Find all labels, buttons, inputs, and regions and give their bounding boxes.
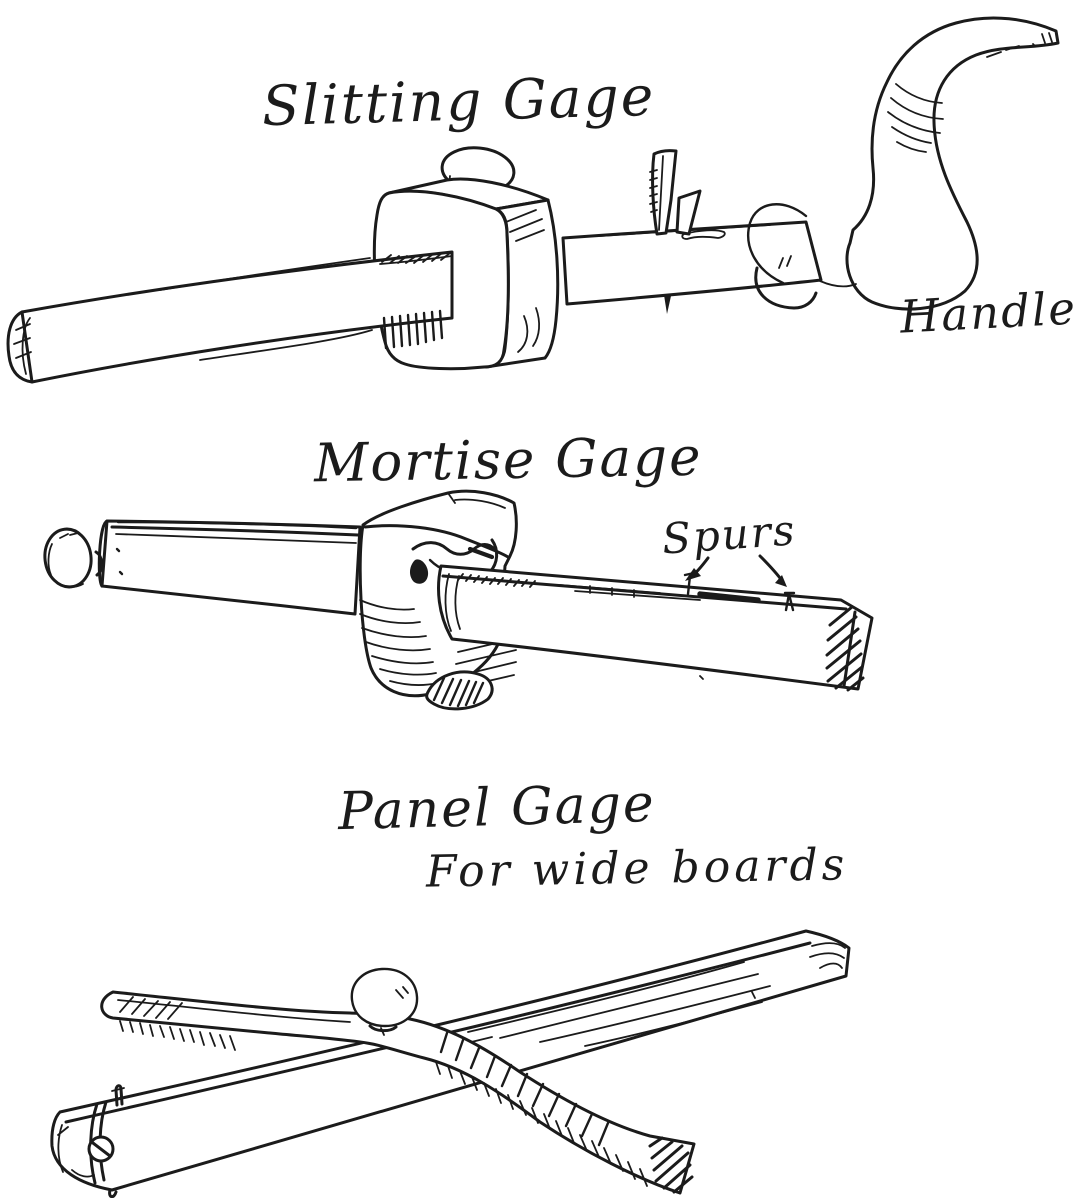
mortise-gage-beam-left — [97, 519, 362, 616]
slitting-gage-beam — [6, 250, 454, 384]
slitting-gage-beam-right — [561, 220, 823, 306]
panel-gage-drawing — [50, 929, 851, 1198]
slitting-gage-title: Slitting Gage — [261, 63, 657, 139]
spurs-arrows — [685, 554, 787, 587]
panel-gage-subtitle: For wide boards — [425, 839, 849, 898]
panel-gage-fence — [100, 990, 696, 1195]
mortise-gage-title: Mortise Gage — [313, 426, 703, 495]
slitting-gage-cutter-blade — [649, 149, 726, 314]
mortise-gage-beam-right — [437, 564, 874, 692]
panel-gage-thumbscrew-icon — [350, 967, 419, 1036]
mortise-gage-drawing — [43, 489, 874, 711]
slitting-gage-drawing — [6, 16, 1060, 384]
spurs-label: Spurs — [660, 505, 798, 564]
slitting-gage-handle — [747, 16, 1060, 311]
panel-gage-title: Panel Gage — [337, 773, 657, 843]
handle-label: Handle — [898, 281, 1079, 344]
mortise-gage-thumb-ball — [43, 527, 104, 589]
